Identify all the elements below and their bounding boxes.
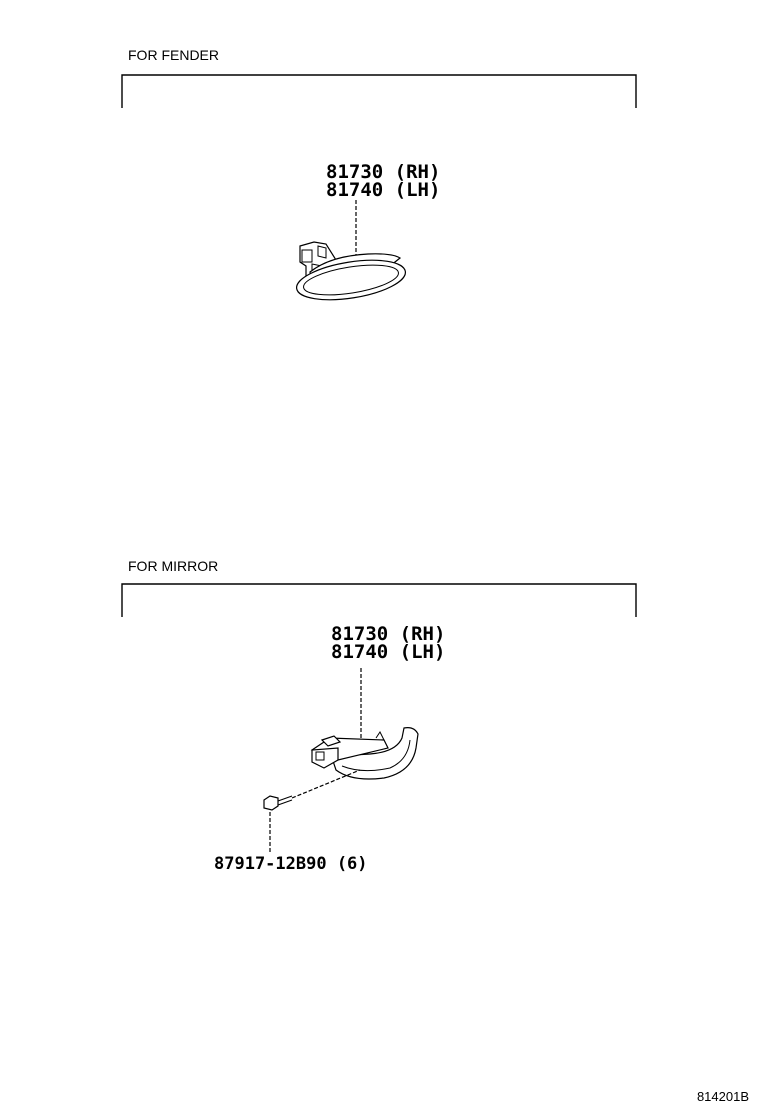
fender-part-label-rh: 81730 (RH) <box>326 161 440 183</box>
fender-section-bracket <box>121 74 637 108</box>
fender-part-label-lh: 81740 (LH) <box>326 179 440 201</box>
mirror-side-turn-lamp <box>310 727 419 780</box>
fender-side-turn-lamp <box>296 241 406 301</box>
mirror-part-label-rh: 81730 (RH) <box>331 623 445 645</box>
mirror-part-label-lh: 81740 (LH) <box>331 641 445 663</box>
screw-part-label: 87917-12B90 (6) <box>214 854 368 874</box>
fender-section-title: FOR FENDER <box>128 47 219 63</box>
diagram-reference-code: 814201B <box>697 1089 749 1104</box>
screw-install-line <box>291 769 361 799</box>
mirror-section-bracket <box>121 583 637 617</box>
mirror-section-title: FOR MIRROR <box>128 558 218 574</box>
mirror-screw <box>263 795 293 811</box>
mirror-section: FOR MIRROR 81730 (RH) 81740 (LH) <box>121 558 637 874</box>
fender-section: FOR FENDER 81730 (RH) 81740 (LH) <box>121 47 637 301</box>
